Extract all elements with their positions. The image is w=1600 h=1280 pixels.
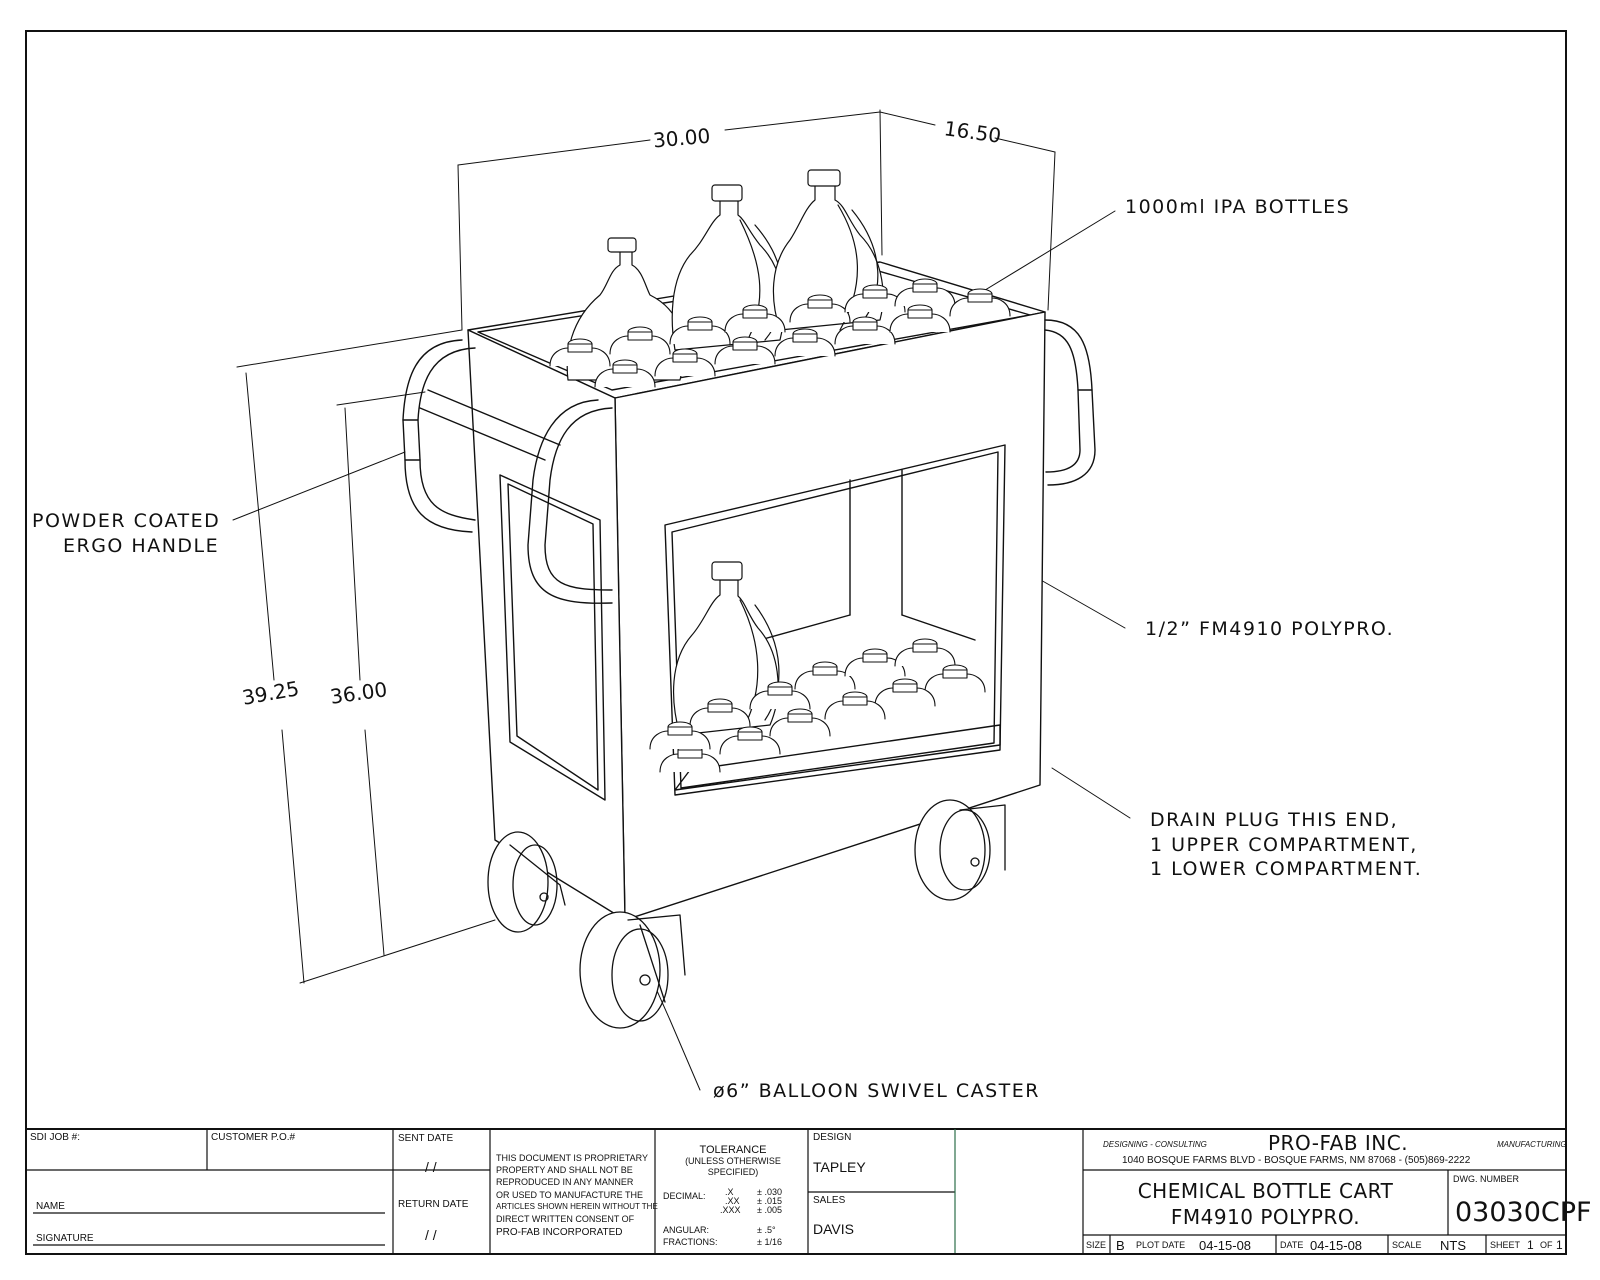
bottle-cap-band <box>862 289 888 299</box>
bottle-cap-band <box>707 703 733 713</box>
dwg-number: 03030CPF <box>1455 1197 1592 1228</box>
plot-date-value: 04-15-08 <box>1199 1238 1252 1253</box>
sent-date-label: SENT DATE <box>398 1133 454 1144</box>
bottle-cap-band <box>967 293 993 303</box>
design-label: DESIGN <box>813 1132 852 1143</box>
lower-bottles <box>673 561 780 736</box>
bottle-cap-band <box>892 683 918 693</box>
bottle-cap-band <box>567 343 593 353</box>
callout-handle-line1: POWDER COATED <box>32 510 221 532</box>
bottle-cap-band <box>852 321 878 331</box>
decimal-xxx: .XXX <box>720 1205 741 1215</box>
sdi-job-label: SDI JOB #: <box>30 1132 81 1143</box>
scale-label: SCALE <box>1392 1240 1422 1250</box>
dwg-number-label: DWG. NUMBER <box>1453 1174 1519 1184</box>
decimal-x-value: ± .030 <box>757 1187 782 1197</box>
bottle-cap-band <box>807 299 833 309</box>
decimal-xx-value: ± .015 <box>757 1196 782 1206</box>
bottle-cap-band <box>912 643 938 653</box>
drawing-title-line2: FM4910 POLYPRO. <box>1170 1205 1361 1229</box>
bottle-cap-band <box>732 341 758 351</box>
bottle-cap-band <box>687 321 713 331</box>
callout-drain-line1: DRAIN PLUG THIS END, <box>1150 809 1399 831</box>
of-value: 1 <box>1556 1238 1563 1252</box>
bottle-cap-band <box>767 686 793 696</box>
callout-bottles: 1000ml IPA BOTTLES <box>1125 196 1351 218</box>
bottle-cap-band <box>742 309 768 319</box>
company-name: PRO-FAB INC. <box>1268 1131 1409 1155</box>
bottle-cap-band <box>612 364 638 374</box>
customer-po-label: CUSTOMER P.O.# <box>211 1132 296 1143</box>
proprietary-line-4: OR USED TO MANUFACTURE THE <box>496 1190 644 1200</box>
return-date-label: RETURN DATE <box>398 1199 469 1210</box>
tolerance-sub1: (UNLESS OTHERWISE <box>685 1156 781 1166</box>
lower-bottle-caps <box>649 638 986 773</box>
sales-label: SALES <box>813 1195 846 1206</box>
tolerance-sub2: SPECIFIED) <box>707 1167 759 1177</box>
scale-value: NTS <box>1440 1238 1466 1253</box>
bottle-cap-band <box>672 353 698 363</box>
size-label: SIZE <box>1086 1240 1107 1250</box>
bottle-cap-band <box>667 726 693 736</box>
angular-value: ± .5° <box>757 1225 776 1235</box>
drawing-title-line1: CHEMICAL BOTTLE CART <box>1137 1179 1394 1203</box>
upper-bottle-caps <box>549 278 1011 388</box>
name-label: NAME <box>36 1201 65 1212</box>
sheet-label: SHEET <box>1490 1240 1521 1250</box>
bottle-cap-band <box>842 696 868 706</box>
sent-date-value: / / <box>425 1159 437 1175</box>
callout-drain-line2: 1 UPPER COMPARTMENT, <box>1150 834 1418 856</box>
bottle-cap-band <box>627 331 653 341</box>
of-label: OF <box>1540 1240 1553 1250</box>
sheet-value: 1 <box>1527 1238 1534 1252</box>
company-address: 1040 BOSQUE FARMS BLVD - BOSQUE FARMS, N… <box>1122 1155 1471 1166</box>
callout-caster: ø6” BALLOON SWIVEL CASTER <box>713 1080 1040 1102</box>
callout-handle-line2: ERGO HANDLE <box>63 535 220 557</box>
bottle-cap-band <box>812 666 838 676</box>
proprietary-line-7: PRO-FAB INCORPORATED <box>496 1227 623 1238</box>
decimal-x: .X <box>725 1187 734 1197</box>
bottle-cap-band <box>787 713 813 723</box>
bottle-cap-band <box>907 309 933 319</box>
bottle-cap-band <box>862 653 888 663</box>
manufacturing-label: MANUFACTURING <box>1497 1140 1567 1149</box>
callout-material: 1/2” FM4910 POLYPRO. <box>1145 618 1395 640</box>
bottle-cap-band <box>737 731 763 741</box>
fractions-label: FRACTIONS: <box>663 1237 718 1247</box>
proprietary-line-1: THIS DOCUMENT IS PROPRIETARY <box>496 1153 649 1163</box>
fractions-value: ± 1/16 <box>757 1237 782 1247</box>
swivel-casters <box>487 799 1006 1029</box>
dimension-lines <box>236 109 1056 984</box>
sales-value: DAVIS <box>813 1221 854 1237</box>
decimal-xxx-value: ± .005 <box>757 1205 782 1215</box>
proprietary-line-3: REPRODUCED IN ANY MANNER <box>496 1177 634 1187</box>
decimal-label: DECIMAL: <box>663 1191 706 1201</box>
size-value: B <box>1116 1238 1125 1253</box>
signature-label: SIGNATURE <box>36 1233 94 1244</box>
proprietary-line-6: DIRECT WRITTEN CONSENT OF <box>496 1214 635 1224</box>
date-value: 04-15-08 <box>1310 1238 1363 1253</box>
ergo-handles <box>402 319 1096 604</box>
return-date-value: / / <box>425 1227 437 1243</box>
plot-date-label: PLOT DATE <box>1136 1240 1186 1250</box>
proprietary-line-5: ARTICLES SHOWN HEREIN WITHOUT THE <box>496 1202 658 1211</box>
angular-label: ANGULAR: <box>663 1225 710 1235</box>
proprietary-line-2: PROPERTY AND SHALL NOT BE <box>496 1165 633 1175</box>
date-label: DATE <box>1280 1240 1304 1250</box>
callout-drain-line3: 1 LOWER COMPARTMENT. <box>1150 858 1423 880</box>
design-value: TAPLEY <box>813 1159 866 1175</box>
bottle-cap-band <box>912 283 938 293</box>
bottle-cap-band <box>677 749 703 759</box>
bottle-cap-band <box>792 333 818 343</box>
bottle-cap-band <box>942 669 968 679</box>
decimal-xx: .XX <box>725 1196 740 1206</box>
drawing-sheet-border <box>25 30 1567 1255</box>
designing-consulting-label: DESIGNING - CONSULTING <box>1103 1140 1207 1149</box>
tolerance-title: TOLERANCE <box>699 1144 767 1156</box>
